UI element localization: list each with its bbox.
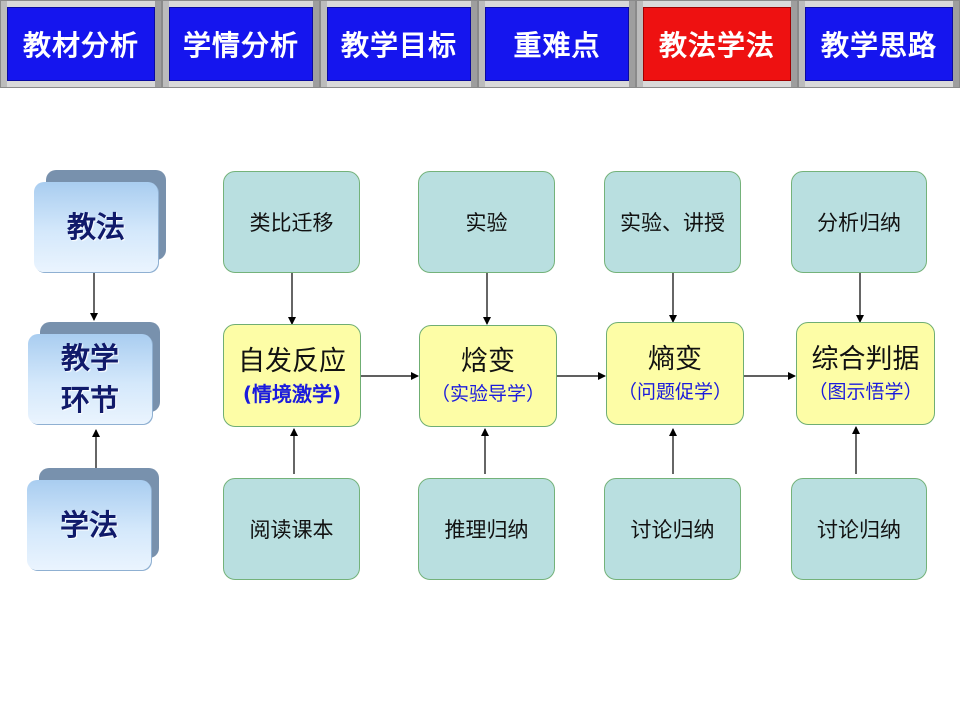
stage-box: 综合判据 （图示悟学）	[796, 322, 935, 425]
stage-subtitle: （实验导学）	[430, 383, 545, 405]
tab-student-analysis[interactable]: 学情分析	[162, 0, 320, 88]
stage-box: 熵变 （问题促学）	[606, 322, 744, 425]
method-text: 分析归纳	[817, 211, 901, 235]
tab-teaching-goals[interactable]: 教学目标	[320, 0, 478, 88]
tab-label: 教学思路	[805, 7, 953, 81]
learning-method-block: 学法	[27, 468, 159, 570]
learning-text: 阅读课本	[249, 518, 334, 542]
learning-text: 讨论归纳	[817, 518, 901, 542]
stage-box: 焓变 （实验导学）	[419, 325, 557, 427]
stage-label-line1: 教学	[60, 341, 119, 375]
stage-title: 焓变	[461, 346, 515, 377]
learning-box: 推理归纳	[418, 478, 555, 580]
stage-label-line2: 环节	[60, 383, 119, 417]
tab-label: 教学目标	[327, 7, 471, 81]
stage-subtitle: （图示悟学）	[808, 380, 923, 403]
teaching-stage-label: 教学 环节	[28, 334, 152, 424]
top-navigation: 教材分析 学情分析 教学目标 重难点 教法学法 教学思路	[0, 0, 960, 88]
stage-title: 综合判据	[811, 343, 920, 375]
teaching-stage-block: 教学 环节	[28, 322, 160, 424]
learning-method-label: 学法	[27, 480, 151, 570]
stage-subtitle: (情境激学)	[242, 381, 342, 406]
method-box: 类比迁移	[223, 171, 360, 273]
tab-label: 学情分析	[169, 7, 313, 81]
tab-methods[interactable]: 教法学法	[636, 0, 798, 88]
learning-box: 讨论归纳	[791, 478, 927, 580]
tab-label: 重难点	[485, 7, 629, 81]
tab-key-difficulties[interactable]: 重难点	[478, 0, 636, 88]
tab-teaching-approach[interactable]: 教学思路	[798, 0, 960, 88]
stage-box: 自发反应 (情境激学)	[223, 324, 361, 427]
stage-title: 自发反应	[238, 345, 346, 377]
tab-label: 教材分析	[7, 7, 155, 81]
learning-text: 推理归纳	[444, 518, 529, 542]
stage-subtitle: （问题促学）	[617, 380, 732, 403]
learning-text: 讨论归纳	[630, 518, 715, 542]
teaching-method-block: 教法	[34, 170, 166, 272]
tab-label: 教法学法	[643, 7, 791, 81]
learning-box: 讨论归纳	[604, 478, 741, 580]
method-box: 分析归纳	[791, 171, 927, 273]
tab-textbook-analysis[interactable]: 教材分析	[0, 0, 162, 88]
method-box: 实验、讲授	[604, 171, 741, 273]
learning-box: 阅读课本	[223, 478, 360, 580]
teaching-method-label: 教法	[34, 182, 158, 272]
method-text: 实验、讲授	[620, 211, 725, 235]
stage-title: 熵变	[648, 343, 702, 375]
method-text: 实验	[465, 211, 508, 235]
method-text: 类比迁移	[249, 211, 334, 235]
method-box: 实验	[418, 171, 555, 273]
